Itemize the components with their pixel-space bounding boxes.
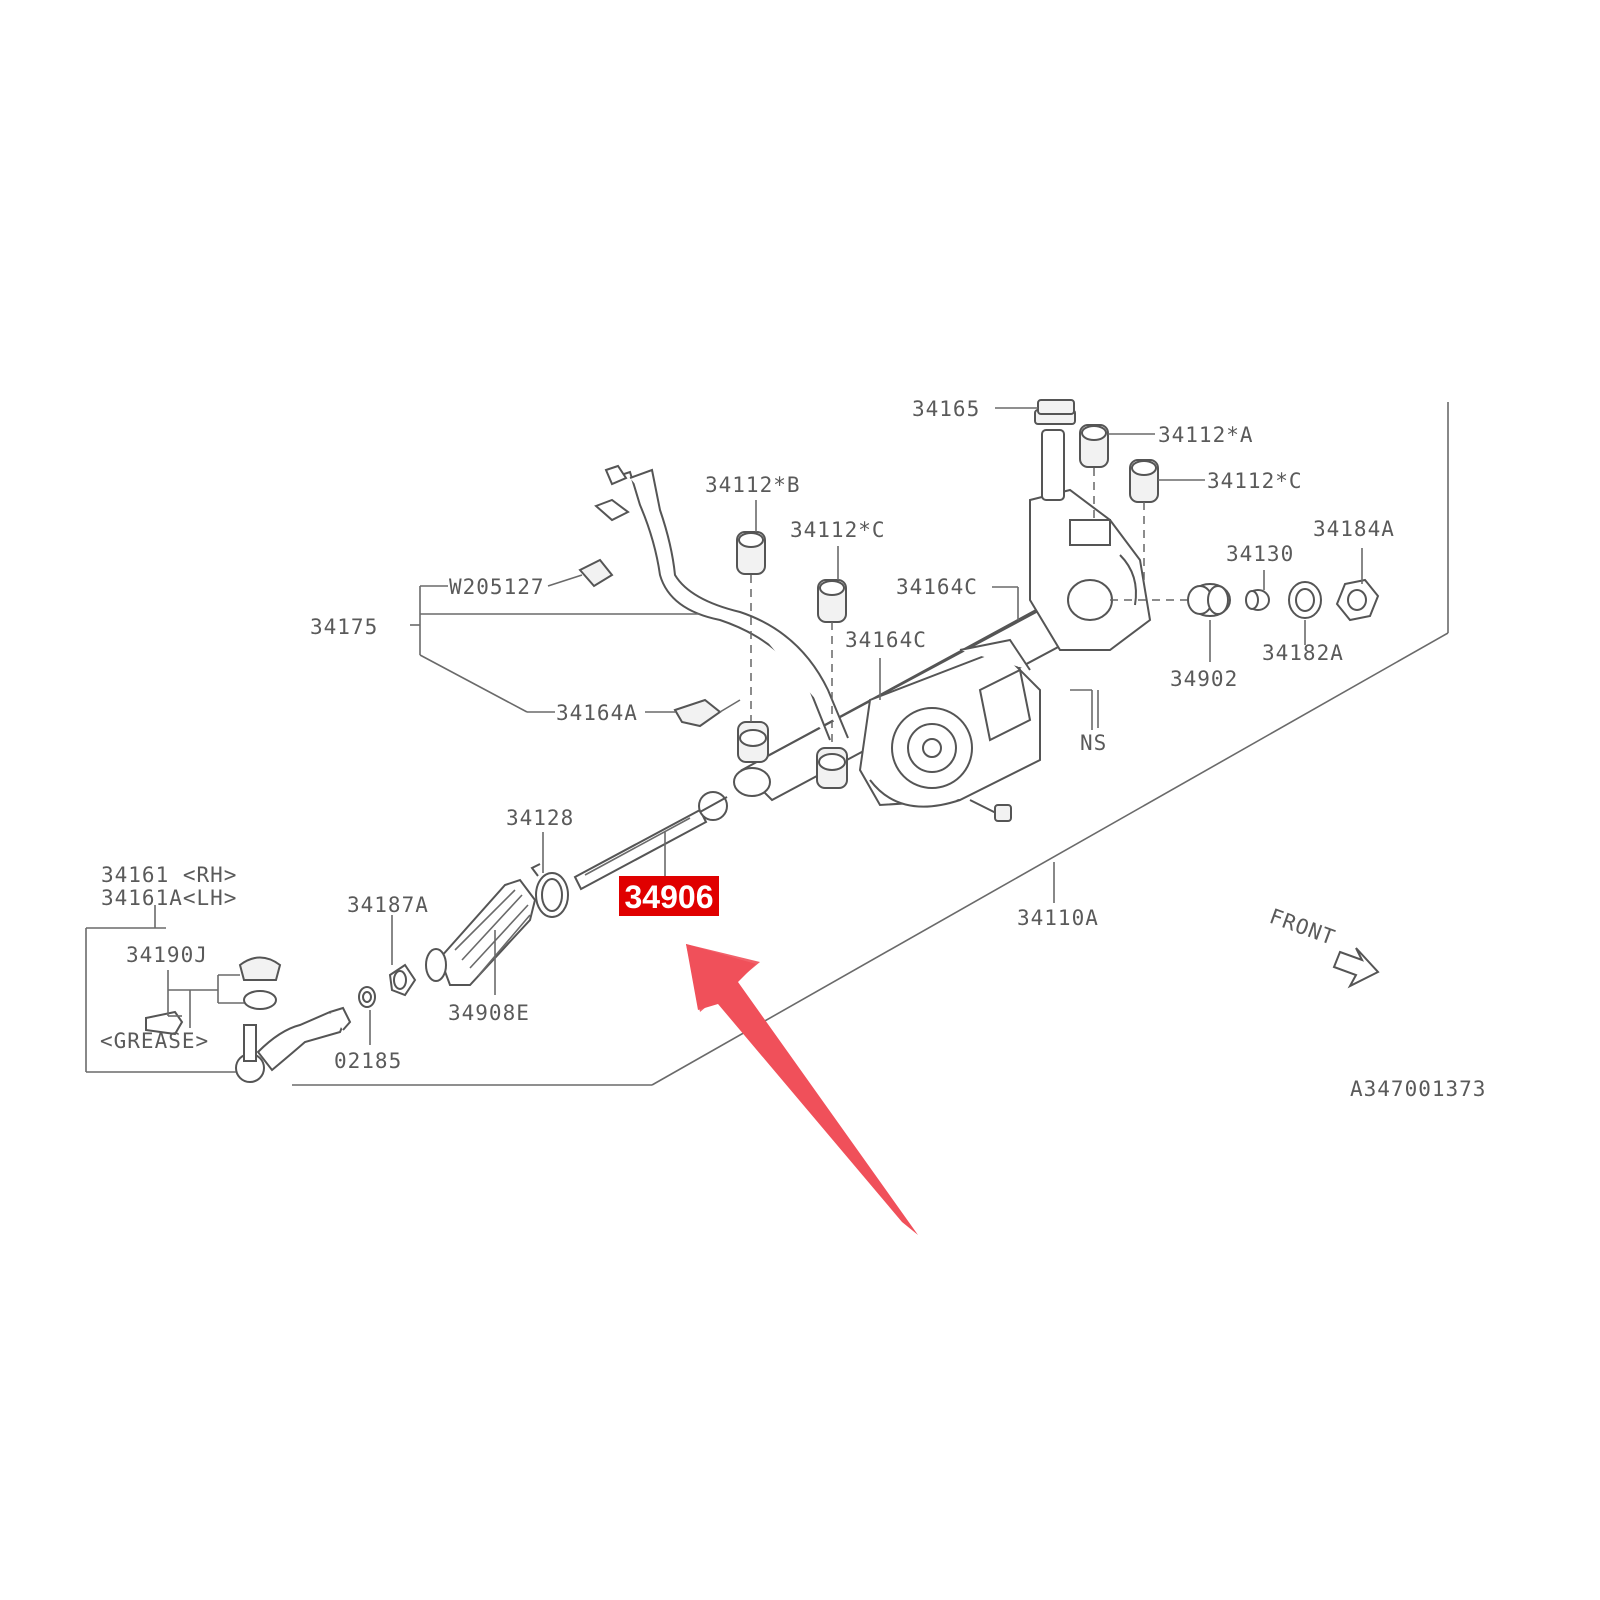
assembly-frame [292, 402, 1449, 1086]
label-34110a: 34110A [1017, 906, 1099, 930]
locknut-34184a [1335, 578, 1380, 622]
bolt [969, 799, 1012, 822]
steering-rack-body [733, 409, 1152, 822]
bushing-34112a [1079, 424, 1109, 520]
label-34112b: 34112*B [705, 473, 801, 497]
label-34161a: 34161A<LH> [101, 886, 237, 910]
label-34182a: 34182A [1262, 641, 1344, 665]
label-34908e: 34908E [448, 1001, 530, 1025]
label-34164c-b: 34164C [845, 628, 927, 652]
front-arrow-icon [1332, 947, 1380, 989]
label-34187a: 34187A [347, 893, 429, 917]
bushing-34112b [736, 531, 766, 722]
spring-34130 [1245, 589, 1270, 611]
clamp-34164a [673, 698, 722, 728]
label-34184a: 34184A [1313, 517, 1395, 541]
label-34112c-top: 34112*C [1207, 469, 1303, 493]
label-34164c-a: 34164C [896, 575, 978, 599]
label-grease: <GREASE> [100, 1029, 209, 1053]
front-indicator: FRONT [1266, 904, 1380, 989]
pinion-housing [1029, 409, 1152, 651]
label-34175: 34175 [310, 615, 378, 639]
pointer-arrow-icon [686, 944, 918, 1235]
adjuster-parts [1110, 578, 1380, 622]
tie-rod-end-34161 [235, 1006, 352, 1083]
label-w205127: W205127 [449, 575, 545, 599]
label-34161: 34161 <RH> [101, 863, 237, 887]
front-label: FRONT [1266, 904, 1338, 950]
diagram-id: A347001373 [1350, 1077, 1486, 1101]
label-ns: NS [1080, 731, 1107, 755]
highlight-label: 34906 [625, 879, 714, 915]
clamp-34128 [530, 863, 569, 918]
highlight-box [619, 876, 719, 916]
label-34902: 34902 [1170, 667, 1238, 691]
clip-34187a [388, 963, 417, 997]
tie-rod-34906 [573, 791, 728, 891]
label-34165: 34165 [912, 397, 980, 421]
spring-34902 [1187, 583, 1231, 617]
part-labels: 34165 34112*A 34112*B 34112*C 34112*C 34… [100, 397, 1486, 1101]
clip-w205127 [578, 558, 614, 588]
nut-02185 [358, 986, 376, 1008]
bushing-34112c-mid [817, 579, 847, 748]
boot-34908e [425, 878, 537, 986]
label-02185: 02185 [334, 1049, 402, 1073]
label-34128: 34128 [506, 806, 574, 830]
assist-motor [858, 638, 1041, 808]
label-34190j: 34190J [126, 943, 208, 967]
leader-lines [85, 407, 1363, 1073]
label-34112c-mid: 34112*C [790, 518, 886, 542]
highlighted-part: 34906 [619, 876, 719, 916]
bushing-34112c-top [1129, 459, 1159, 580]
label-34164a: 34164A [556, 701, 638, 725]
boot-34190j [145, 956, 282, 1036]
label-34112a: 34112*A [1158, 423, 1254, 447]
label-34130: 34130 [1226, 542, 1294, 566]
pipe-assembly [578, 464, 849, 741]
plug-34165 [1037, 399, 1075, 415]
plug-34182a [1288, 581, 1322, 619]
